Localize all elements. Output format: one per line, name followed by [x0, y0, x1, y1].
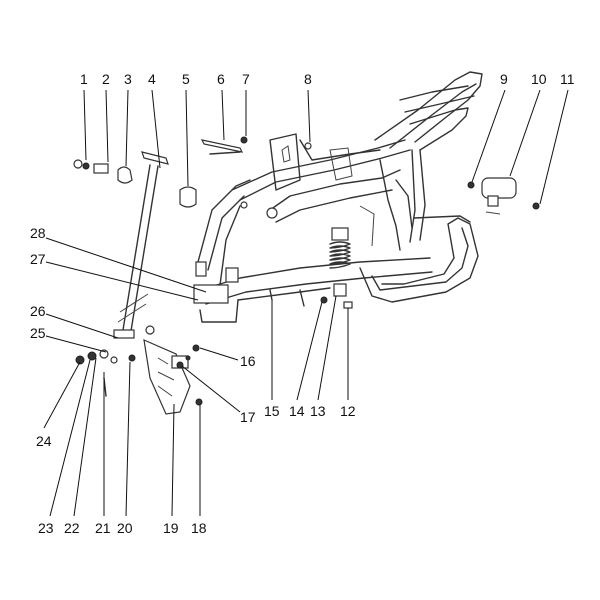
callout-1: 1 [80, 71, 88, 87]
callout-20: 20 [117, 520, 133, 536]
callout-16: 16 [240, 353, 256, 369]
steering-stem [113, 151, 169, 339]
small-parts [73, 136, 540, 415]
callout-3: 3 [124, 71, 132, 87]
callout-22: 22 [64, 520, 80, 536]
callout-14: 14 [289, 403, 305, 419]
callout-9: 9 [500, 71, 508, 87]
callout-5: 5 [182, 71, 190, 87]
callout-28: 28 [30, 225, 46, 241]
callout-17: 17 [240, 409, 256, 425]
callout-18: 18 [191, 520, 207, 536]
callout-6: 6 [217, 71, 225, 87]
callout-8: 8 [304, 71, 312, 87]
callout-21: 21 [95, 520, 111, 536]
callout-23: 23 [38, 520, 54, 536]
callout-10: 10 [531, 71, 547, 87]
callout-26: 26 [30, 303, 46, 319]
callout-7: 7 [242, 71, 250, 87]
callout-12: 12 [340, 403, 356, 419]
leader-lines [43, 89, 569, 517]
callout-27: 27 [30, 251, 46, 267]
callout-25: 25 [30, 325, 46, 341]
callout-13: 13 [310, 403, 326, 419]
callout-4: 4 [148, 71, 156, 87]
callout-11: 11 [560, 71, 575, 87]
callout-2: 2 [102, 71, 110, 87]
callout-15: 15 [264, 403, 280, 419]
callout-24: 24 [36, 433, 52, 449]
rear-shock-absorber [329, 227, 351, 297]
main-frame [193, 71, 483, 323]
callout-19: 19 [163, 520, 179, 536]
callout-labels: 1 2 3 4 5 6 7 8 9 10 11 12 13 14 15 16 1… [30, 71, 575, 536]
